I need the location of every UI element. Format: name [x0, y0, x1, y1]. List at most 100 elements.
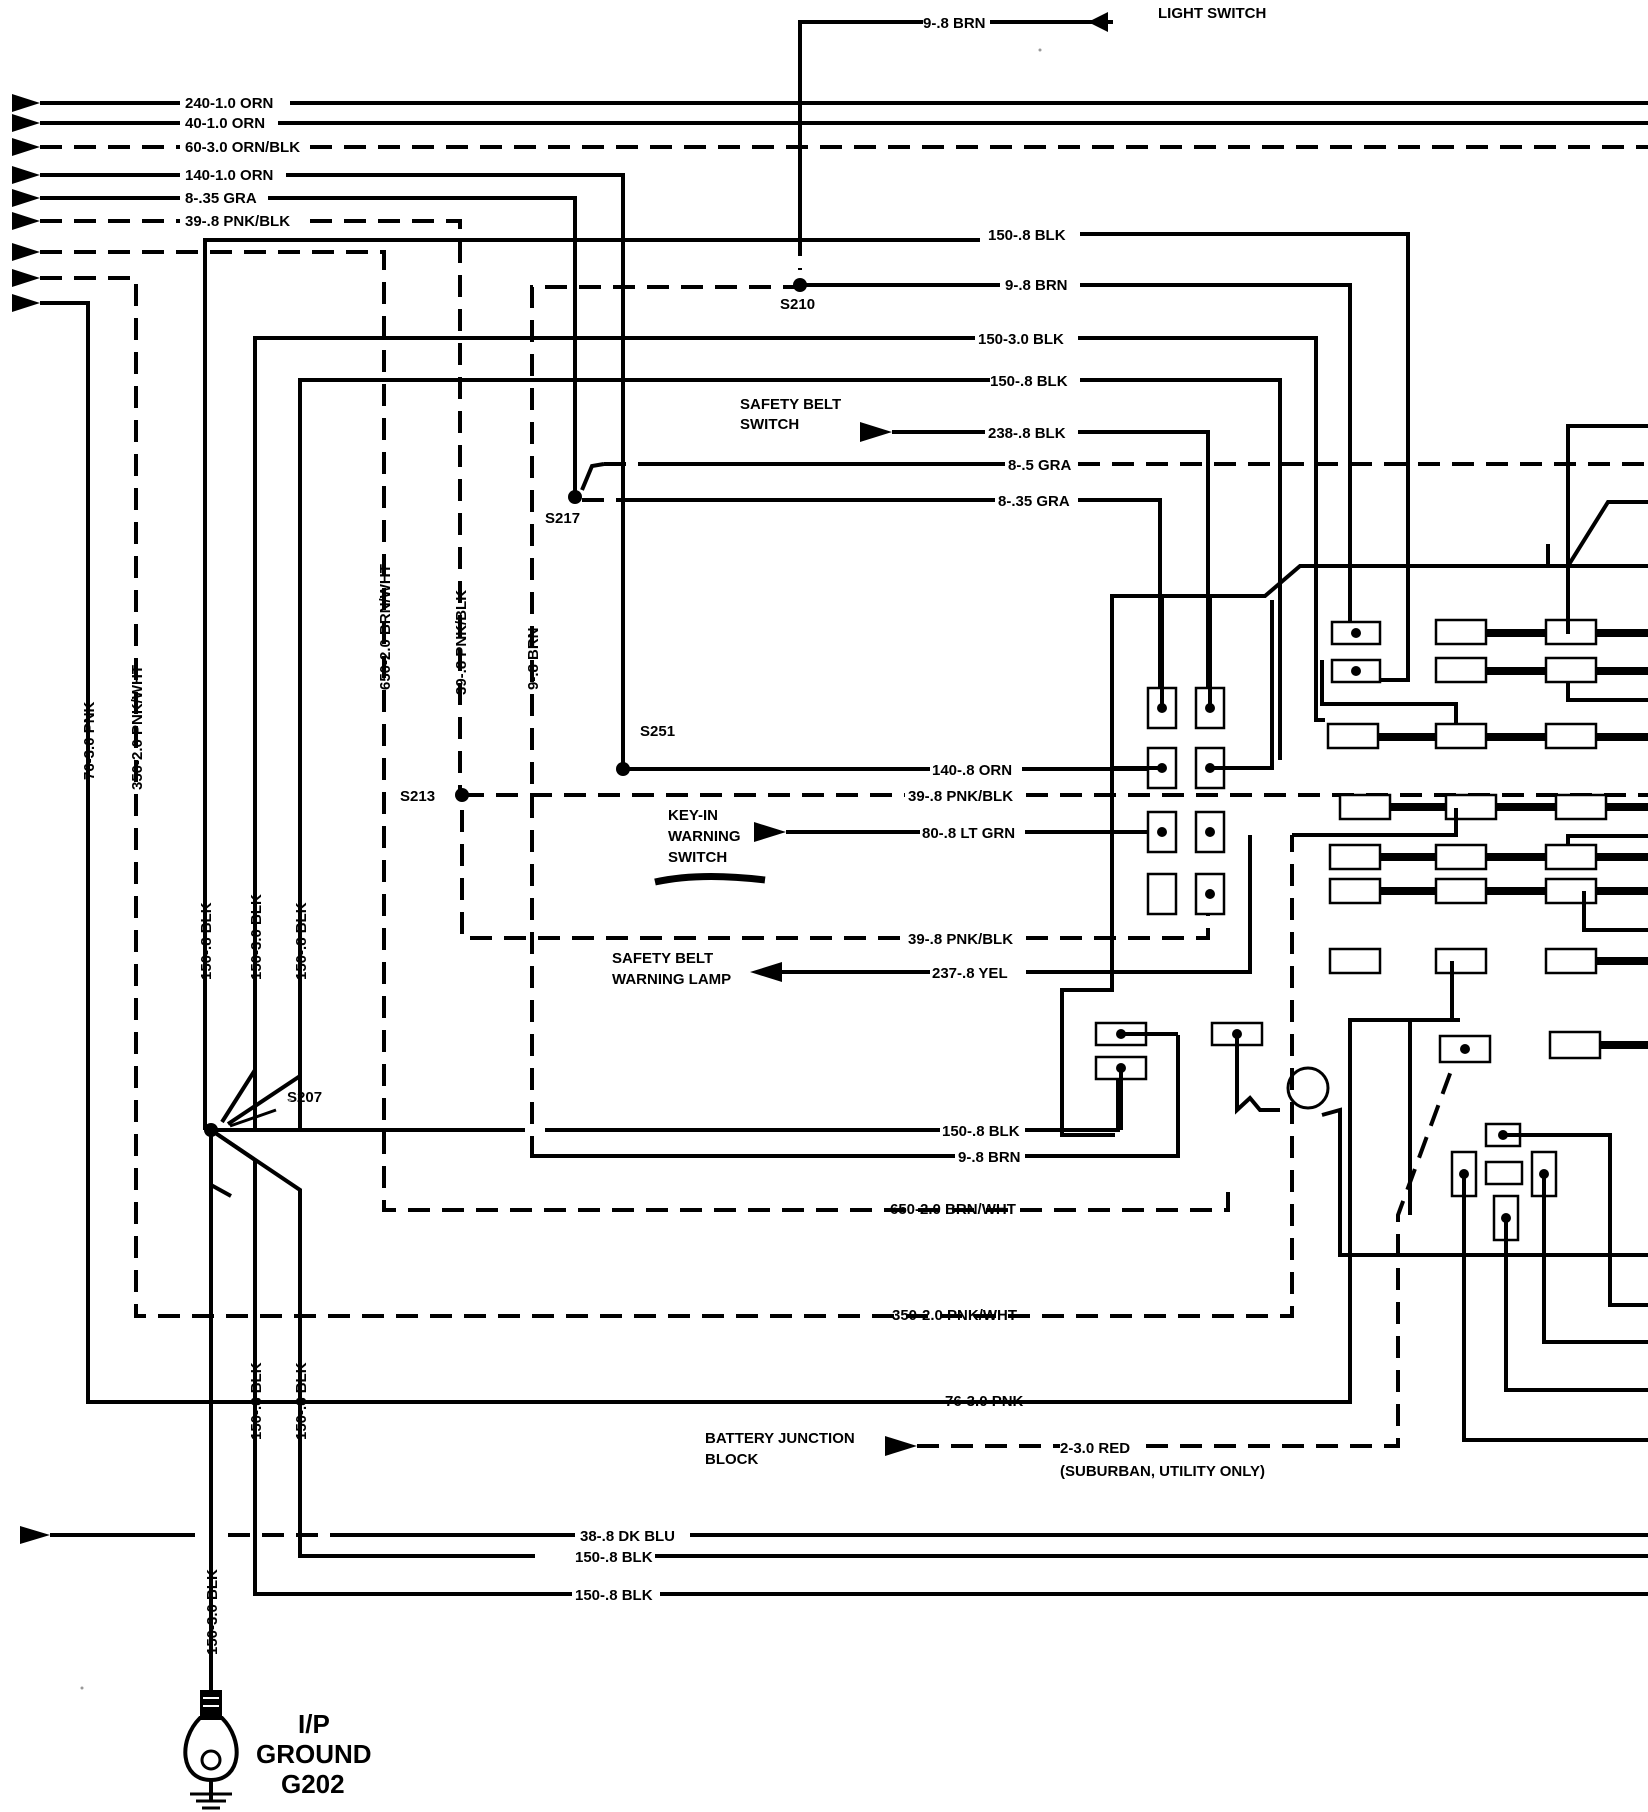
wire-label: 9-.8 BRN	[923, 15, 986, 32]
wire-s207-fan	[220, 1060, 257, 1124]
wire-150-blk-b	[298, 378, 990, 1130]
splice-label: S210	[780, 296, 815, 313]
wire-s207-fan	[226, 1060, 302, 1126]
ground-label: I/P	[298, 1709, 330, 1739]
wire-650	[40, 250, 1230, 1212]
wire-238-right	[1078, 430, 1210, 705]
wire-label: 39-.8 PNK/BLK	[908, 931, 1013, 948]
wire-150-blk-b-right	[1080, 378, 1282, 760]
wire-label: 150-.8 BLK	[990, 373, 1068, 390]
wire-label: 150-.8 BLK	[575, 1549, 653, 1566]
wire-label: 140-.8 ORN	[932, 762, 1012, 779]
wire-label: 240-1.0 ORN	[185, 95, 273, 112]
connector-block-main	[1060, 564, 1648, 1137]
connector-arrow	[860, 422, 892, 442]
connector-arrow	[754, 822, 786, 842]
wire-9-brn-right	[1080, 283, 1352, 625]
scan-speck	[1038, 48, 1042, 52]
wire-9-brn-loop	[530, 285, 800, 1158]
ground-icon	[183, 1690, 239, 1810]
splice-label: S251	[640, 723, 675, 740]
wire-label: 39-.8 PNK/BLK	[453, 590, 470, 695]
connector-arrow	[750, 962, 782, 982]
wire-140-down	[286, 173, 625, 765]
wire-237-right	[1026, 835, 1252, 974]
wire-150-blk-a	[203, 238, 980, 1130]
wire-s217-jog	[580, 462, 605, 491]
wire-150-8-blk-c	[209, 1128, 257, 1590]
light-switch-label: LIGHT SWITCH	[1158, 5, 1266, 22]
wire-s207-fan	[229, 1108, 277, 1128]
wire-label: 150-3.0 BLK	[248, 894, 265, 980]
wire-39-down	[310, 219, 462, 790]
wire-label: 39-.8 PNK/BLK	[908, 788, 1013, 805]
wire-label: 39-.8 PNK/BLK	[185, 213, 290, 230]
wire-label: 9-.8 BRN	[1005, 277, 1068, 294]
scan-speck	[288, 1098, 292, 1102]
battery-junction-label: BATTERY JUNCTION	[705, 1430, 855, 1447]
warning-lamp-label: SAFETY BELT	[612, 950, 713, 967]
wire-39-loop	[460, 810, 905, 940]
wire-150-8-blk-d	[209, 1128, 535, 1558]
scan-speck	[80, 1686, 84, 1690]
wire-150-8-blk-ground-right	[1025, 1060, 1120, 1132]
wire-label: 237-.8 YEL	[932, 965, 1008, 982]
right-edge-connectors	[1292, 424, 1648, 1064]
wire-label: 76-3.0 PNK	[81, 701, 98, 780]
wire-label: 80-.8 LT GRN	[922, 825, 1015, 842]
wire-150-3-blk-right	[1078, 336, 1325, 722]
wire-label: 9-.8 BRN	[525, 627, 542, 690]
key-in-switch-label: SWITCH	[668, 849, 727, 866]
wire-label: 150-.8 BLK	[575, 1587, 653, 1604]
wire-label: 8-.5 GRA	[1008, 457, 1072, 474]
relay-socket	[1450, 1122, 1648, 1442]
wire-label: 8-.35 GRA	[185, 190, 257, 207]
wire-39-loop-right	[1026, 895, 1210, 940]
wire-label: 150-.8 BLK	[248, 1362, 265, 1440]
wire-label: 150-.8 BLK	[988, 227, 1066, 244]
connector-arrow	[885, 1436, 917, 1456]
wire-150-3-blk	[253, 336, 975, 1130]
safety-belt-switch-label: SWITCH	[740, 416, 799, 433]
wire-label: 150-.8 BLK	[293, 902, 310, 980]
splice-label: S217	[545, 510, 580, 527]
wire-label: 650-2.0 BRN/WHT	[377, 564, 394, 690]
wire-label: 8-.35 GRA	[998, 493, 1070, 510]
wire-label: 350-2.0 PNK/WHT	[129, 665, 146, 790]
wire-8-35-gra-right	[1078, 498, 1162, 705]
wire-label: 150-3.0 BLK	[204, 1569, 221, 1655]
wire-label: 76-3.0 PNK	[945, 1393, 1024, 1410]
wire-note: (SUBURBAN, UTILITY ONLY)	[1060, 1463, 1265, 1480]
wire-150-8-blk-f	[253, 1590, 572, 1596]
wire-label: 350-2.0 PNK/WHT	[892, 1307, 1017, 1324]
splice-label: S207	[287, 1089, 322, 1106]
wire-150-blk-a-right	[1080, 232, 1410, 682]
wire-9-8-brn-lower-right	[1025, 1035, 1180, 1158]
wire-label: 140-1.0 ORN	[185, 167, 273, 184]
wire-label: 60-3.0 ORN/BLK	[185, 139, 300, 156]
wire-2-3-0-red-right	[1146, 1059, 1457, 1448]
key-in-switch-label: KEY-IN	[668, 807, 718, 824]
wire-8-gra-down	[268, 196, 577, 500]
wire-label: 150-3.0 BLK	[978, 331, 1064, 348]
connector-arrows-left	[12, 94, 50, 1544]
wire-label: 238-.8 BLK	[988, 425, 1066, 442]
ground-label: G202	[281, 1769, 345, 1799]
key-in-switch-label: WARNING	[668, 828, 741, 845]
wire-label: 38-.8 DK BLU	[580, 1528, 675, 1545]
wire-light-switch-feed	[798, 12, 1113, 270]
ground-label: GROUND	[256, 1739, 372, 1769]
wire-350	[40, 276, 1294, 1318]
wire-label: 650-2.0 BRN/WHT	[890, 1201, 1016, 1218]
wire-label: 150-.8 BLK	[942, 1123, 1020, 1140]
scribble-mark	[654, 872, 766, 886]
wire-label: 150-.8 BLK	[198, 902, 215, 980]
splice-s217	[568, 490, 582, 504]
battery-junction-label: BLOCK	[705, 1451, 758, 1468]
wire-label: 40-1.0 ORN	[185, 115, 265, 132]
wire-label: 2-3.0 RED	[1060, 1440, 1130, 1457]
wire-label: 150-.8 BLK	[293, 1362, 310, 1440]
splice-label: S213	[400, 788, 435, 805]
safety-belt-switch-label: SAFETY BELT	[740, 396, 841, 413]
